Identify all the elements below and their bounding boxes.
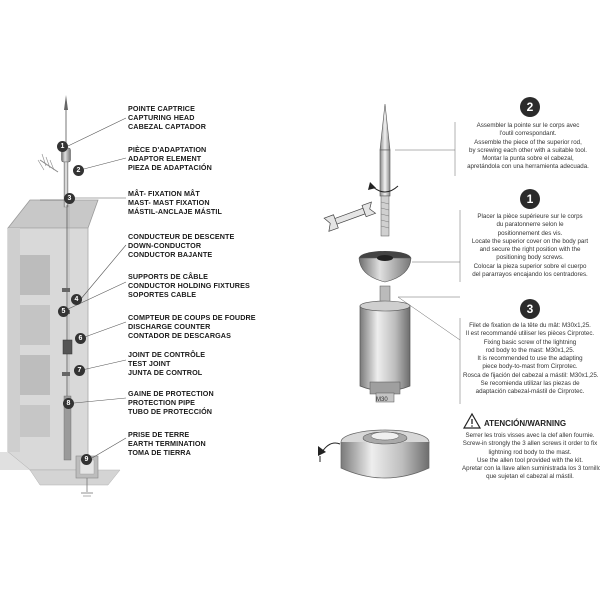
building-drawing bbox=[0, 95, 121, 497]
warning-triangle-icon bbox=[462, 412, 482, 429]
legend-badge-1: 1 bbox=[57, 141, 68, 152]
warning-title: ATENCIÓN/WARNING bbox=[484, 419, 567, 428]
legend-badge-4: 4 bbox=[71, 294, 82, 305]
legend-badge-6: 6 bbox=[75, 333, 86, 344]
legend-badge-8: 8 bbox=[63, 398, 74, 409]
step-badge-3: 3 bbox=[520, 299, 540, 319]
legend-badge-5: 5 bbox=[58, 306, 69, 317]
thread-size-label: M30 bbox=[376, 397, 388, 403]
step-leader-lines bbox=[395, 122, 461, 404]
legend-badge-2: 2 bbox=[73, 165, 84, 176]
step-3-instructions: Filet de fixation de la tête du mât: M30… bbox=[463, 322, 599, 396]
step-badge-1: 1 bbox=[520, 189, 540, 209]
legend-leader-lines bbox=[65, 117, 127, 459]
warning-instructions: Serrer les trois visses avec la clef all… bbox=[462, 432, 600, 481]
legend-badge-9: 9 bbox=[81, 454, 92, 465]
rod-assembly-drawing bbox=[318, 103, 430, 479]
legend-badge-7: 7 bbox=[74, 365, 85, 376]
step-badge-2: 2 bbox=[520, 97, 540, 117]
legend-badge-3: 3 bbox=[64, 193, 75, 204]
